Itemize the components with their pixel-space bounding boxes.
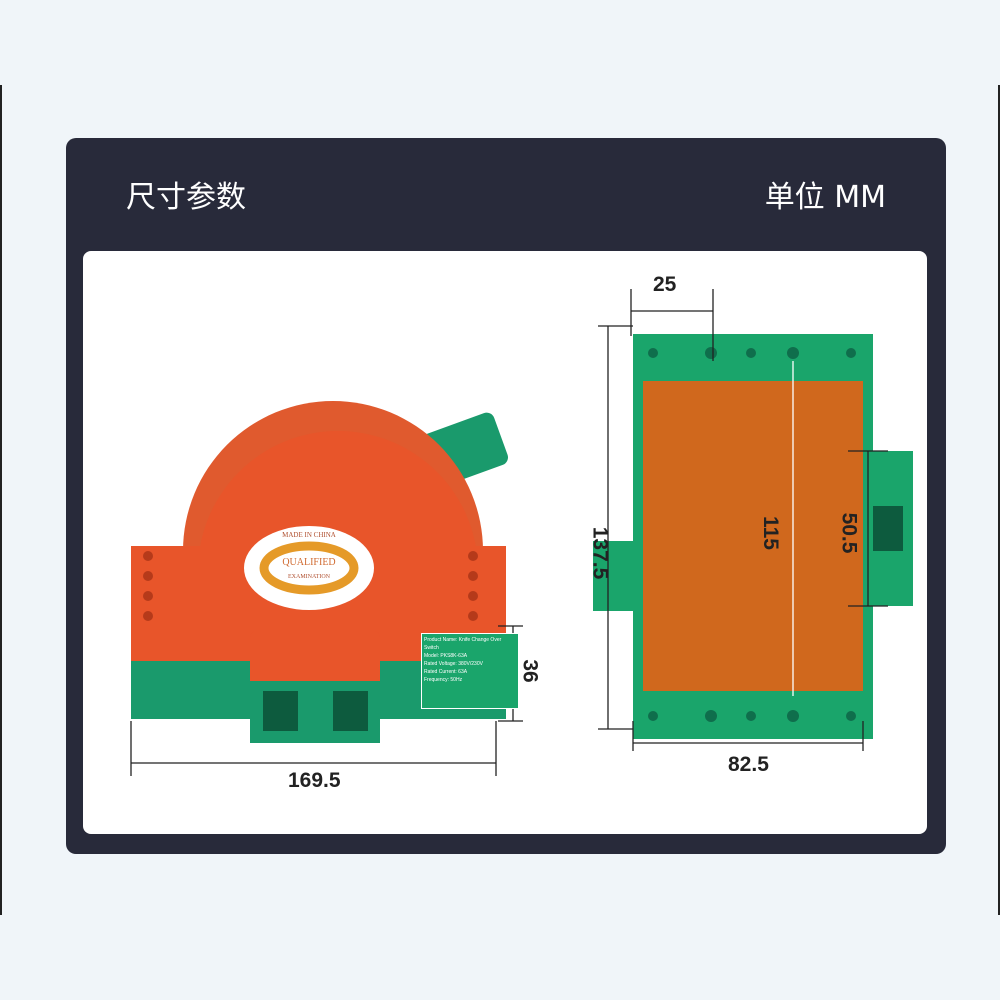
label-line: Rated Current: 63A <box>424 669 468 675</box>
dim-width: 169.5 <box>288 769 341 792</box>
dim-total-length: 137.5 <box>588 526 612 580</box>
page-title: 尺寸参数 <box>126 180 246 215</box>
label-line: Product Name: Knife Change Over Switch <box>424 637 502 651</box>
left-border <box>0 85 2 915</box>
quality-badge: MADE IN CHINA QUALIFIED EXAMINATION <box>264 531 354 580</box>
label-line: Frequency: 50Hz <box>424 677 463 683</box>
dim-base-width: 82.5 <box>728 753 769 776</box>
dim-side-length: 50.5 <box>837 512 861 554</box>
product-drawing <box>130 289 913 776</box>
badge-bottom: EXAMINATION <box>288 574 330 580</box>
spec-panel: 尺寸参数 单位 MM <box>66 138 946 854</box>
unit-label: 单位 MM <box>764 180 886 215</box>
dim-height: 36 <box>518 659 542 683</box>
badge-top: MADE IN CHINA <box>282 531 336 539</box>
label-line: Model: PKS8K-63A <box>424 653 468 659</box>
badge-middle: QUALIFIED <box>282 557 336 568</box>
dim-hole-spacing: 25 <box>653 273 677 296</box>
product-label: Product Name: Knife Change Over Switch M… <box>421 633 519 709</box>
right-border <box>998 85 1000 915</box>
dim-inner-length: 115 <box>758 516 782 550</box>
label-line: Rated Voltage: 380V/230V <box>424 661 483 667</box>
switch-top-view <box>593 334 913 739</box>
product-card: Product Name: Knife Change Over Switch M… <box>83 251 927 834</box>
